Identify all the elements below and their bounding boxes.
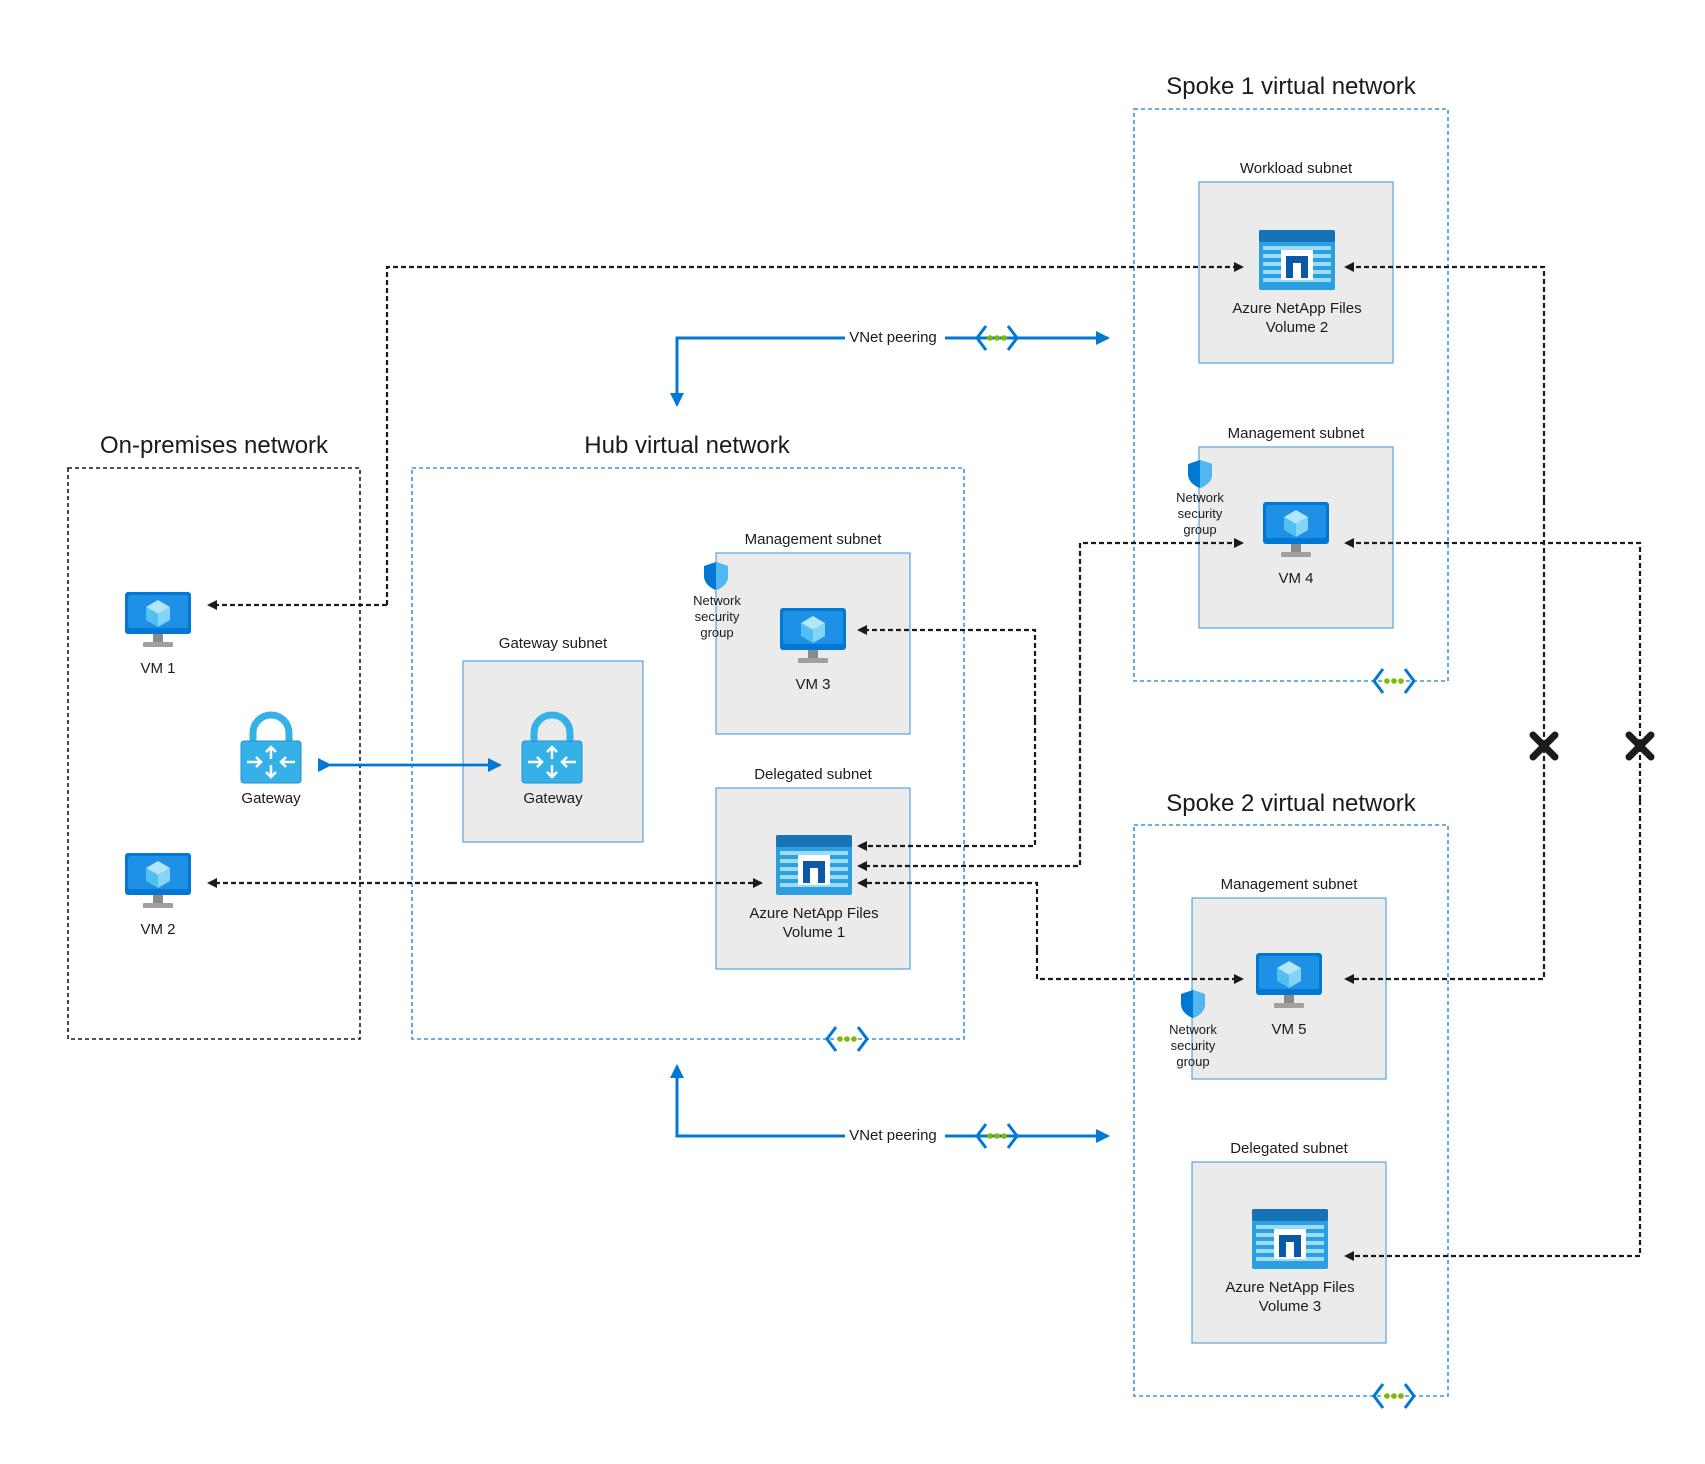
nsg-label-line: Network (693, 593, 741, 608)
path-vm5-volume2-blocked (1344, 500, 1546, 984)
vm4-label: VM 4 (1278, 570, 1314, 587)
hub-network-title: Hub virtual network (584, 432, 790, 459)
volume2-service-name: Azure NetApp Files (1232, 300, 1362, 317)
vm5-label: VM 5 (1271, 1021, 1307, 1038)
vnet-peering-top-label: VNet peering (847, 328, 939, 347)
peering-top-hub-arrow (670, 336, 845, 407)
spoke2-network-title: Spoke 2 virtual network (1166, 790, 1416, 817)
nsg-label-line: group (1183, 522, 1217, 537)
path-vm3-volume1 (857, 625, 1037, 720)
spoke1-vnet-boundary (1133, 108, 1449, 682)
volume3-label: Azure NetApp Files Volume 3 (1225, 1278, 1354, 1316)
onprem-network-boundary (67, 467, 361, 1040)
hub-gateway-label: Gateway (523, 790, 583, 807)
spoke2-nsg-label: Network security group (1169, 1022, 1217, 1070)
blocked-x-icon (1529, 731, 1559, 761)
path-vm5-volume1 (1035, 950, 1244, 984)
vm2-label: VM 2 (140, 921, 176, 938)
hub-delegated-subnet-label: Delegated subnet (754, 766, 872, 783)
onprem-gateway-label: Gateway (241, 790, 301, 807)
volume3-name: Volume 3 (1258, 1298, 1322, 1315)
vm3-label: VM 3 (795, 676, 831, 693)
blocked-x-icon (1625, 731, 1655, 761)
nsg-label-line: security (1177, 506, 1223, 521)
volume2-name: Volume 2 (1265, 319, 1329, 336)
hub-management-subnet-label: Management subnet (744, 531, 882, 548)
path-volume2-vm5-blocked (1344, 262, 1546, 500)
hub-gateway-subnet-label: Gateway subnet (498, 635, 608, 652)
nsg-label-line: Network (1176, 490, 1224, 505)
path-vm3-volume1-lower (857, 720, 1037, 851)
volume2-label: Azure NetApp Files Volume 2 (1232, 299, 1361, 337)
netapp-files-icon (1252, 1209, 1328, 1269)
hub-nsg-label: Network security group (693, 593, 741, 641)
path-volume3-vm4-blocked (1344, 800, 1642, 1261)
volume1-service-name: Azure NetApp Files (749, 905, 879, 922)
path-vm4-volume3-blocked (1344, 538, 1642, 800)
volume1-label: Azure NetApp Files Volume 1 (749, 904, 878, 942)
vm2-icon (125, 853, 191, 908)
path-vm1-to-volume2 (385, 262, 1244, 605)
netapp-files-icon (1259, 230, 1335, 290)
nsg-label-line: group (700, 625, 734, 640)
volume1-name: Volume 1 (782, 924, 846, 941)
nsg-label-line: security (694, 609, 740, 624)
netapp-files-icon (776, 835, 852, 895)
peering-bottom-hub-arrow (670, 1064, 845, 1138)
nsg-label-line: Network (1169, 1022, 1217, 1037)
spoke1-nsg-label: Network security group (1176, 490, 1224, 538)
path-vm4-volume1-lower (857, 700, 1082, 871)
onprem-network-title: On-premises network (99, 432, 329, 459)
vnet-peering-bottom-label: VNet peering (847, 1126, 939, 1145)
nsg-label-line: group (1176, 1054, 1210, 1069)
path-vm5-volume1-upper (857, 878, 1039, 950)
volume3-service-name: Azure NetApp Files (1225, 1279, 1355, 1296)
spoke2-vnet-boundary (1133, 824, 1449, 1397)
vm1-icon (125, 592, 191, 647)
onprem-gateway-lock-icon (241, 715, 301, 783)
spoke2-management-subnet-label: Management subnet (1220, 876, 1358, 893)
spoke2-delegated-subnet-label: Delegated subnet (1230, 1140, 1348, 1157)
vm1-label: VM 1 (140, 660, 176, 677)
nsg-label-line: security (1170, 1038, 1216, 1053)
spoke1-network-title: Spoke 1 virtual network (1166, 73, 1416, 100)
hub-vnet-boundary (411, 467, 965, 1040)
spoke1-workload-subnet-label: Workload subnet (1239, 160, 1353, 177)
spoke1-management-subnet-label: Management subnet (1227, 425, 1365, 442)
path-vm4-volume1 (1078, 538, 1244, 700)
